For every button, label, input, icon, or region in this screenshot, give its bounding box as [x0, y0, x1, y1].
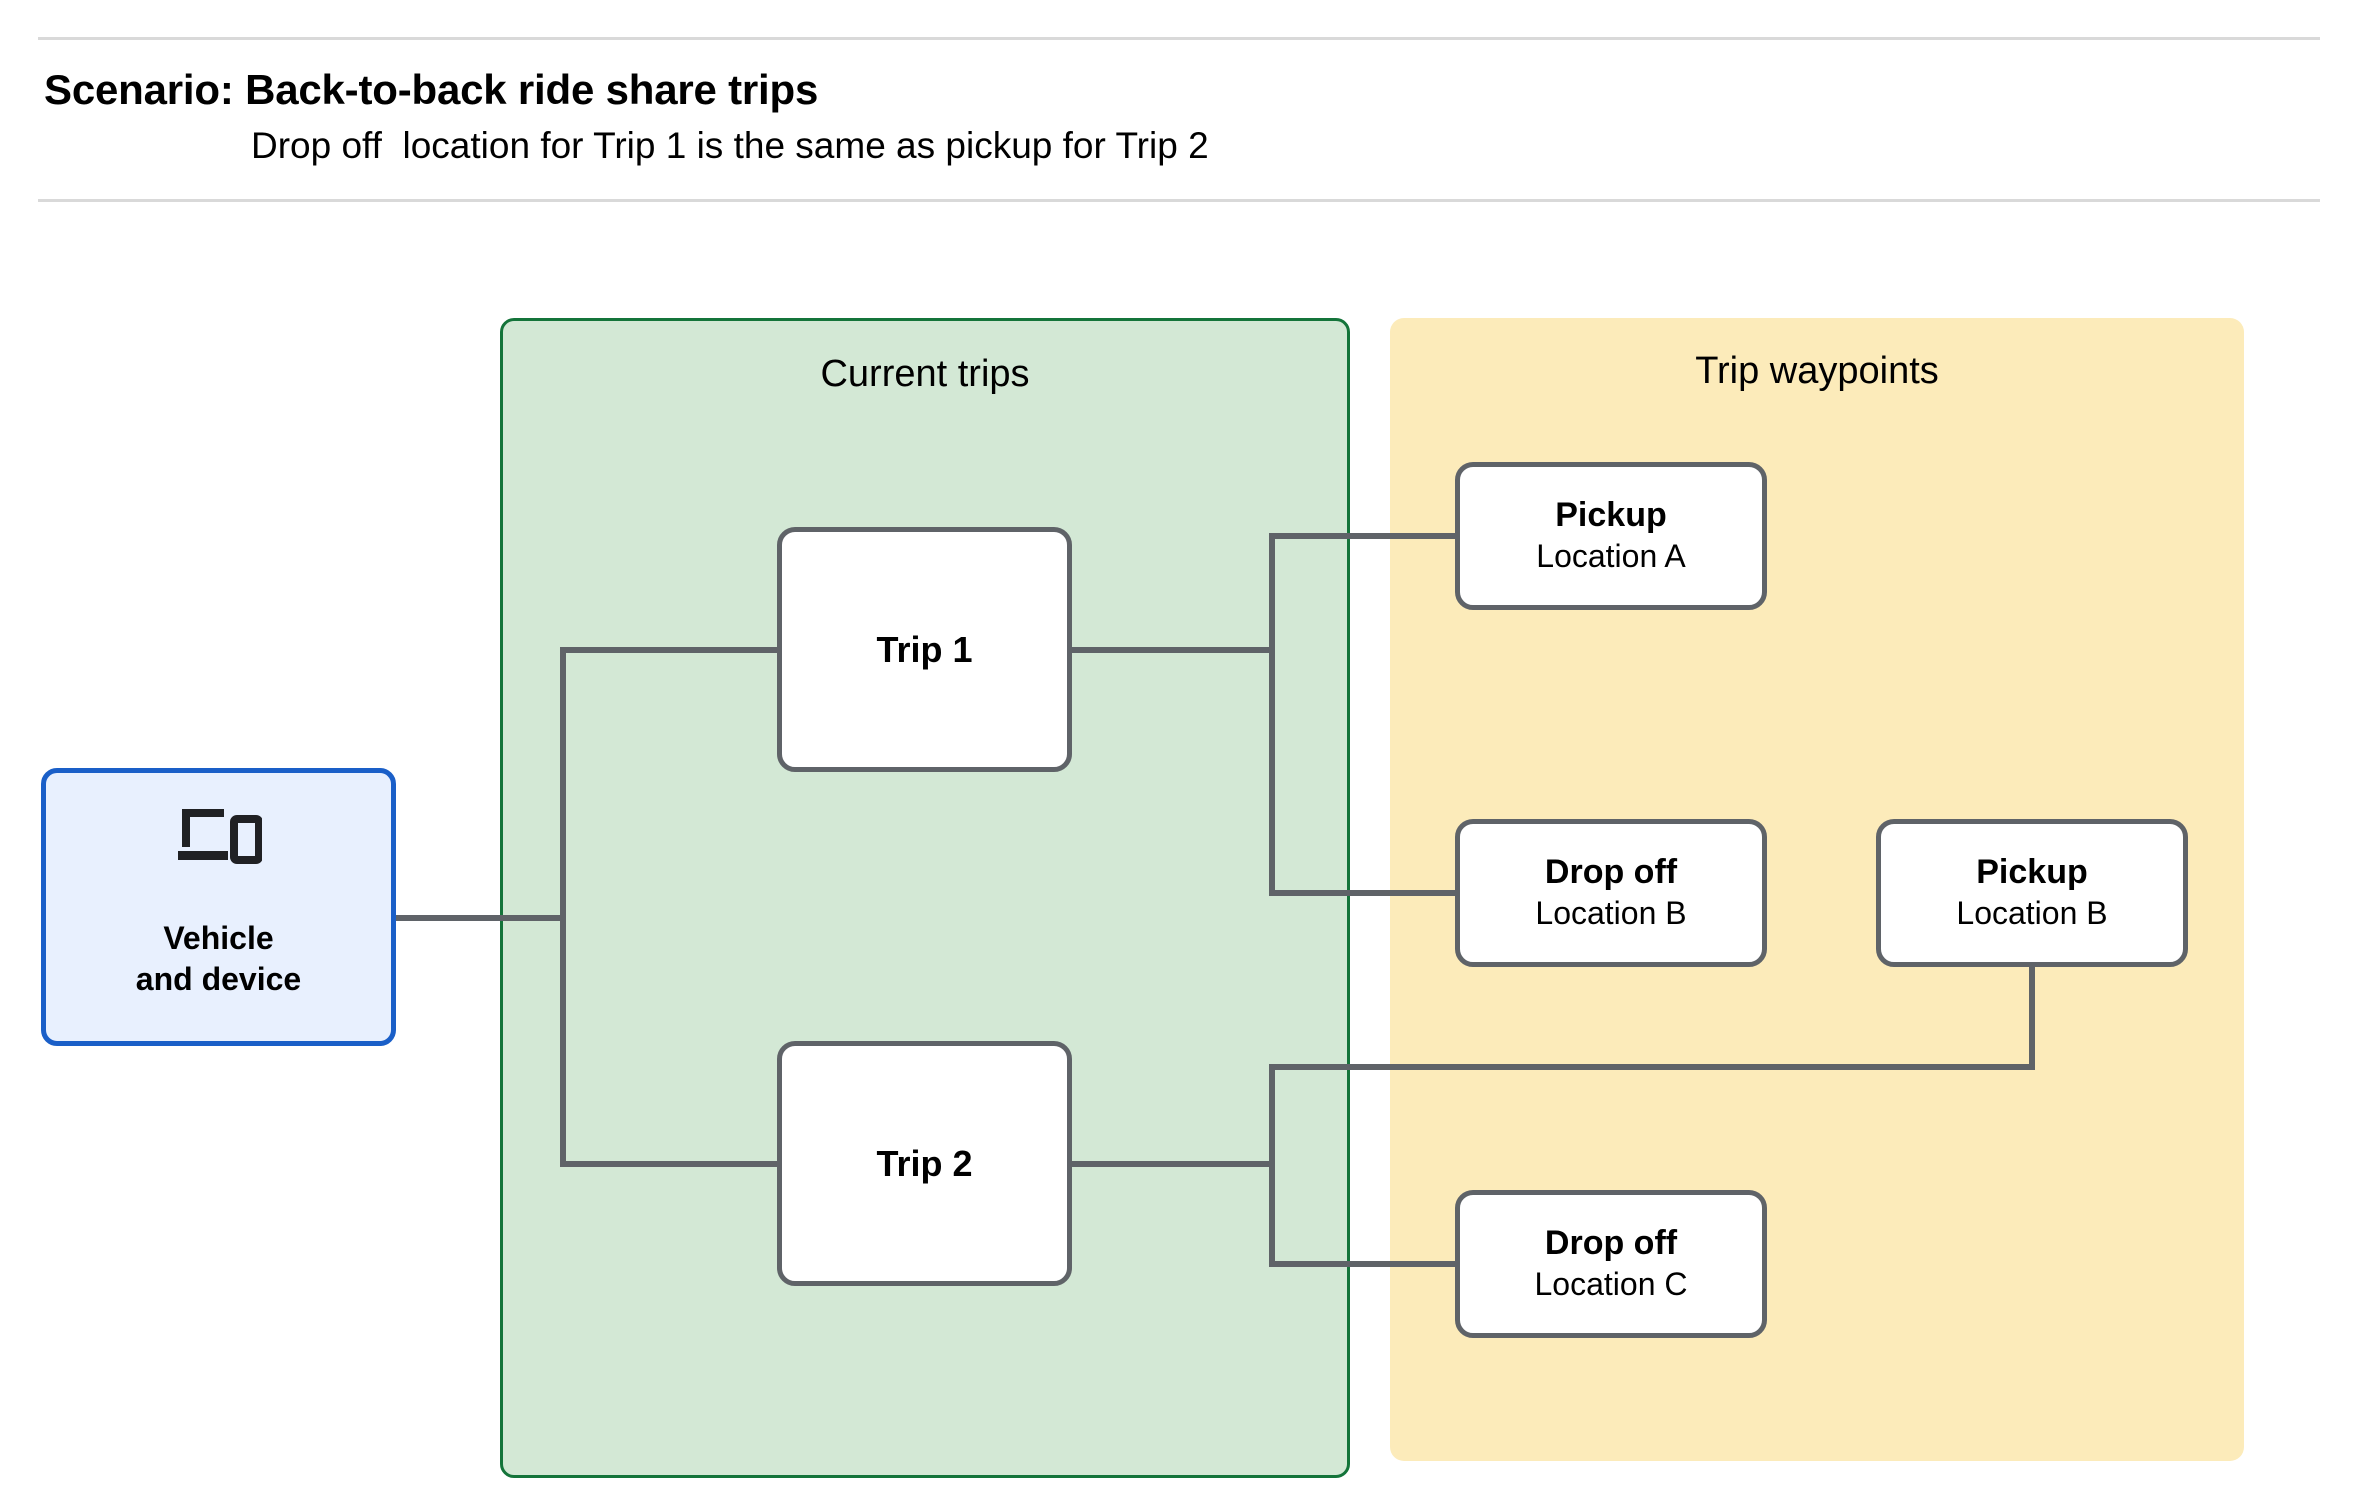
node-waypoint-dropoff-location-b[interactable]: Drop off Location B [1455, 819, 1767, 967]
node-waypoint-dropoff-location-c[interactable]: Drop off Location C [1455, 1190, 1767, 1338]
waypoint-type: Drop off [1544, 1224, 1678, 1263]
trip-2-label: Trip 2 [876, 1142, 973, 1184]
node-waypoint-pickup-location-b[interactable]: Pickup Location B [1876, 819, 2188, 967]
waypoint-type: Drop off [1544, 853, 1678, 892]
node-trip-2[interactable]: Trip 2 [777, 1041, 1072, 1286]
vehicle-label-line2: and device [135, 960, 302, 997]
waypoint-type: Pickup [1976, 853, 2088, 892]
group-current-trips-title: Current trips [820, 353, 1030, 395]
header-divider-bottom [38, 199, 2320, 202]
waypoint-location: Location B [1535, 894, 1687, 931]
waypoint-location: Location C [1534, 1265, 1688, 1302]
node-vehicle-and-device[interactable]: Vehicle and device [41, 768, 396, 1046]
waypoint-location: Location B [1956, 894, 2108, 931]
scenario-title: Scenario: Back-to-back ride share trips [44, 66, 819, 113]
node-trip-1[interactable]: Trip 1 [777, 527, 1072, 772]
scenario-subtitle: Drop off location for Trip 1 is the same… [251, 125, 1209, 166]
laptop-and-phone-icon [176, 805, 263, 872]
waypoint-location: Location A [1536, 537, 1686, 574]
group-current-trips: Current trips [500, 318, 1350, 1478]
trip-1-label: Trip 1 [876, 628, 973, 670]
node-waypoint-pickup-location-a[interactable]: Pickup Location A [1455, 462, 1767, 610]
waypoint-type: Pickup [1555, 496, 1667, 535]
header-divider-top [38, 37, 2320, 40]
vehicle-label-line1: Vehicle [163, 919, 274, 956]
group-trip-waypoints-title: Trip waypoints [1695, 350, 1939, 392]
